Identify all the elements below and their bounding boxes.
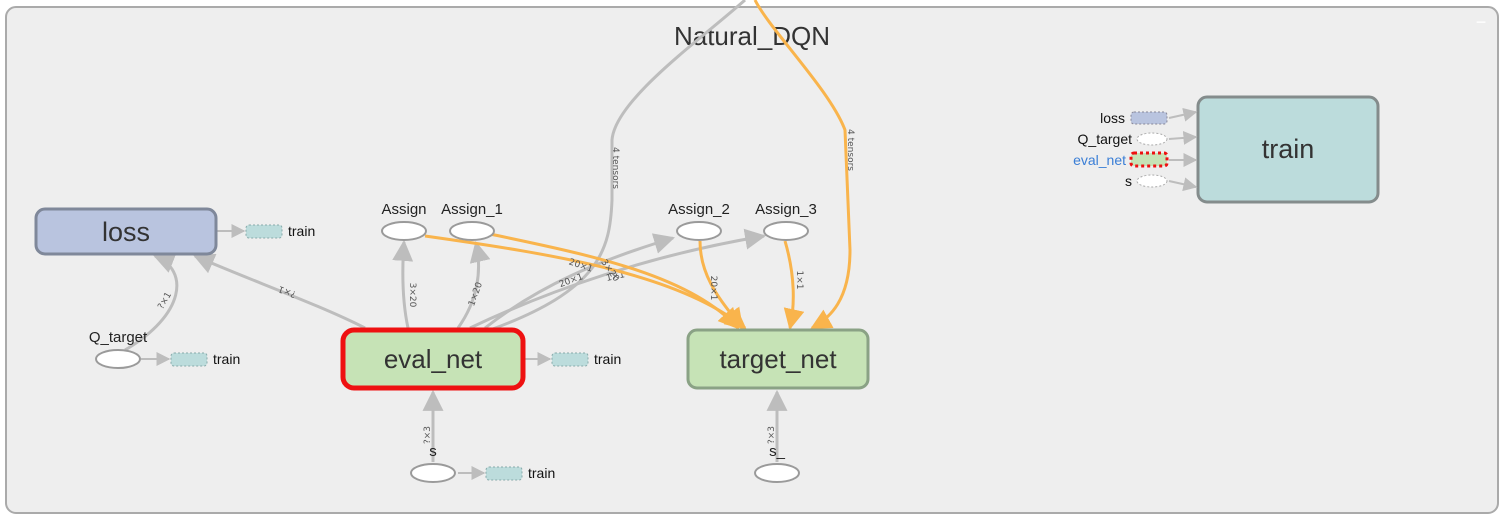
edge-label-eval-to-assign: 3×20 — [407, 283, 417, 308]
train-input-q-target-label: Q_target — [1078, 131, 1133, 147]
edge-eval-to-assign-1 — [456, 240, 491, 329]
edge-label-s-to-eval: ?×3 — [423, 426, 433, 444]
assign-3-label: Assign_3 — [755, 201, 817, 218]
edge-label-top-orange: 4 tensors — [845, 129, 855, 171]
assign-label: Assign — [381, 201, 426, 218]
edge-assign-2-to-target — [698, 240, 744, 330]
loss-train-summary-label: train — [288, 223, 315, 239]
s-underscore-node[interactable]: s_ — [754, 443, 800, 483]
edge-eval-to-assign — [392, 239, 414, 329]
target-net-label: target_net — [719, 344, 837, 374]
assign-1-label: Assign_1 — [441, 201, 503, 218]
train-input-eval-net[interactable]: eval_net — [1073, 151, 1198, 168]
edge-label-assign-3-to-target: 1×1 — [794, 271, 804, 290]
edge-label-s-to-target: ?×3 — [767, 426, 777, 444]
q-target-train-summary[interactable]: train — [170, 351, 240, 367]
target-net-node[interactable]: target_net — [686, 328, 870, 390]
train-input-loss-label: loss — [1100, 110, 1125, 126]
loss-node[interactable]: loss — [34, 207, 218, 256]
assign-1-node[interactable]: Assign_1 — [441, 201, 503, 241]
assign-node[interactable]: Assign — [381, 201, 427, 241]
loss-label: loss — [102, 217, 150, 247]
train-label: train — [1262, 134, 1315, 164]
eval-net-train-summary[interactable]: train — [551, 351, 621, 367]
s-train-summary[interactable]: train — [485, 465, 555, 481]
edge-assign-3-to-target — [783, 240, 805, 331]
edge-label-top-gray: 4 tensors — [610, 147, 620, 189]
edge-eval-to-assign-3 — [469, 228, 767, 330]
eval-net-label: eval_net — [384, 344, 483, 374]
graph-container — [5, 6, 1499, 514]
q-target-train-summary-label: train — [213, 351, 240, 367]
edge-label-eval-to-assign-3: 1×1 — [605, 270, 626, 284]
minimize-icon[interactable]: − — [1476, 12, 1487, 32]
s-train-summary-label: train — [528, 465, 555, 481]
s-node[interactable]: s — [410, 443, 456, 483]
train-input-s[interactable]: s — [1125, 173, 1198, 192]
q-target-node[interactable]: Q_target — [89, 329, 148, 369]
assign-3-node[interactable]: Assign_3 — [755, 201, 817, 241]
eval-net-train-summary-label: train — [594, 351, 621, 367]
train-input-eval-net-label: eval_net — [1073, 152, 1126, 168]
graph-title: Natural_DQN — [674, 21, 830, 51]
train-input-s-label: s — [1125, 173, 1132, 189]
edge-q-target-to-loss — [124, 253, 179, 352]
edge-top-to-target-net[interactable] — [753, 0, 852, 330]
edge-eval-net-to-top — [489, 0, 746, 332]
s-label: s — [429, 443, 437, 460]
loss-train-summary[interactable]: train — [245, 223, 315, 239]
edge-label-assign-2-to-target: 20×1 — [708, 276, 718, 301]
q-target-label: Q_target — [89, 329, 148, 346]
train-input-loss[interactable]: loss — [1100, 107, 1198, 126]
assign-2-label: Assign_2 — [668, 201, 730, 218]
assign-2-node[interactable]: Assign_2 — [668, 201, 730, 241]
s-underscore-label: s_ — [769, 443, 786, 460]
train-node[interactable]: train — [1196, 95, 1380, 204]
edge-eval-to-loss — [193, 253, 366, 330]
train-input-q-target[interactable]: Q_target — [1078, 130, 1198, 147]
edge-assign-1-to-target — [489, 232, 740, 330]
eval-net-node[interactable]: eval_net — [340, 327, 526, 391]
